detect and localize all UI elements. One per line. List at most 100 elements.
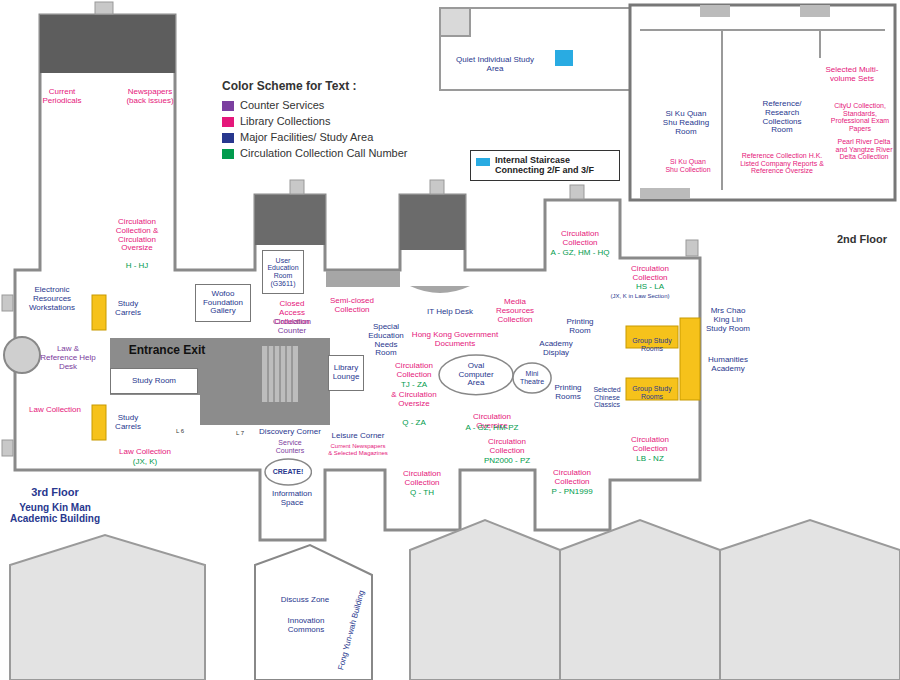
room-label: Circulation Collection — [625, 436, 675, 454]
fong-building — [255, 545, 372, 680]
legend-text: Internal Staircase Connecting 2/F and 3/… — [495, 155, 615, 176]
room-text: Wofoo Foundation Gallery — [199, 290, 247, 316]
room-label: & Circulation Oversize — [389, 391, 439, 409]
study-carrels-part — [92, 405, 106, 440]
room-label: (JX, K) — [115, 458, 175, 467]
room-label: Si Ku Quan Shu Collection — [663, 158, 713, 173]
room-text: Entrance Exit — [116, 344, 218, 357]
staircase-marker-part — [555, 50, 573, 66]
room-label: Study Carrels — [108, 414, 148, 432]
room-label: Quiet Individual Study Area — [447, 56, 543, 74]
room-label: Pearl River Delta and Yangtze River Delt… — [834, 138, 894, 161]
room-label: Law Collection — [115, 448, 175, 457]
stair-towers-part — [570, 185, 584, 199]
stair-towers-part — [2, 440, 13, 456]
legend-text: Major Facilities/ Study Area — [240, 131, 440, 144]
entrance-area — [110, 338, 330, 425]
room-label: PN2000 - PZ — [477, 457, 537, 466]
entrance-area-part — [262, 346, 298, 402]
study-carrels-part — [92, 295, 106, 330]
room-label: Q - TH — [397, 489, 447, 498]
dark-blocks-part — [255, 195, 325, 245]
room-text: Library Lounge — [332, 364, 360, 382]
second-floor-walls-part — [819, 30, 821, 58]
room-box: Wofoo Foundation Gallery — [195, 284, 251, 322]
room-label: Special Education Needs Room — [366, 323, 406, 358]
entrance-area-part-part — [274, 346, 275, 402]
room-box: Entrance Exit — [112, 340, 222, 362]
room-label: Current Newspapers & Selected Magazines — [328, 443, 388, 456]
lower-wings-part — [560, 520, 720, 680]
room-oval: Oval Computer Area — [438, 354, 514, 396]
room-label: Circulation Collection — [555, 230, 605, 248]
room-label: Yeung Kin Man Academic Building — [7, 502, 103, 524]
room-label: Circulation Collection & Circulation Ove… — [107, 218, 167, 253]
room-label: Reference/ Research Collections Room — [754, 100, 810, 135]
room-label: Information Space — [270, 490, 314, 508]
room-label: 3rd Floor — [7, 486, 103, 498]
room-label: L 6 — [172, 428, 188, 435]
legend-text: Circulation Collection Call Number — [240, 147, 440, 160]
entrance-area-part-part — [268, 346, 269, 402]
legend-swatch — [476, 158, 490, 166]
group-study-rooms-part — [680, 318, 700, 400]
lower-wings — [10, 520, 900, 680]
stair-towers-part — [290, 180, 304, 194]
room-label: Printing Rooms — [550, 384, 586, 402]
room-text: Oval Computer Area — [450, 362, 502, 388]
room-text: CREATE! — [272, 468, 304, 476]
room-label: Selected Chinese Classics — [589, 386, 625, 409]
room-label: CityU Collection, Standards, Professiona… — [830, 102, 890, 133]
room-label: Circulation Collection — [397, 470, 447, 488]
room-text: User Education Room (G3611) — [266, 257, 300, 288]
fong-building-part — [255, 545, 372, 680]
room-label: Law & Reference Help Desk — [40, 345, 96, 371]
room-label: Media Resources Collection — [490, 298, 540, 324]
entrance-area-part — [110, 338, 330, 425]
third-floor-outline — [15, 15, 700, 540]
room-label: Circulation Counter — [267, 318, 317, 336]
second-floor-outline-part — [700, 5, 730, 17]
room-label: Study Carrels — [108, 300, 148, 318]
room-name: User Education Room (G3611) — [266, 257, 300, 288]
room-text: Mini Theatre — [519, 370, 545, 385]
room-label: Leisure Corner — [328, 432, 388, 441]
entrance-area-part-part — [292, 346, 293, 402]
room-label: Semi-closed Collection — [327, 297, 377, 315]
legend-swatch — [222, 117, 234, 127]
room-label: L 7 — [232, 430, 248, 437]
room-name: Entrance Exit — [116, 344, 218, 357]
room-label: Academy Display — [534, 340, 578, 358]
room-label: Circulation Collection — [482, 438, 532, 456]
room-label: Color Scheme for Text : — [222, 80, 422, 93]
lower-wings-part — [720, 520, 900, 680]
entrance-area-part — [268, 346, 292, 402]
room-oval: Mini Theatre — [512, 362, 552, 394]
second-floor-walls-part — [721, 30, 723, 190]
room-label: Printing Room — [560, 318, 600, 336]
dark-blocks-part — [40, 15, 175, 73]
room-label: TJ - ZA — [389, 381, 439, 390]
room-label: A - GZ, HM - HQ — [545, 249, 615, 258]
legend-swatch — [222, 133, 234, 143]
entrance-area-part-part — [280, 346, 281, 402]
room-label: Mrs Chao King Lin Study Room — [703, 307, 753, 333]
room-label: A - GZ, HM-PZ — [457, 424, 527, 433]
room-label: Q - ZA — [389, 419, 439, 428]
legend-text: Counter Services — [240, 99, 440, 112]
room-text: Study Room — [114, 377, 194, 386]
rotunda-part — [4, 337, 40, 373]
oval-shape — [513, 363, 551, 393]
second-floor-walls-part — [640, 29, 885, 31]
stair-towers — [2, 2, 698, 456]
room-name: Mini Theatre — [519, 370, 545, 385]
room-label: Reference Collection H.K. Listed Company… — [732, 152, 832, 175]
oval-shape — [439, 355, 513, 395]
stair-towers-part — [2, 295, 13, 311]
room-label: IT Help Desk — [420, 308, 480, 317]
room-label: (JX, K in Law Section) — [605, 293, 675, 300]
room-label: Selected Multi-volume Sets — [822, 66, 882, 84]
room-label: Circulation Collection — [389, 362, 439, 380]
room-label: Humanities Academy — [703, 356, 753, 374]
